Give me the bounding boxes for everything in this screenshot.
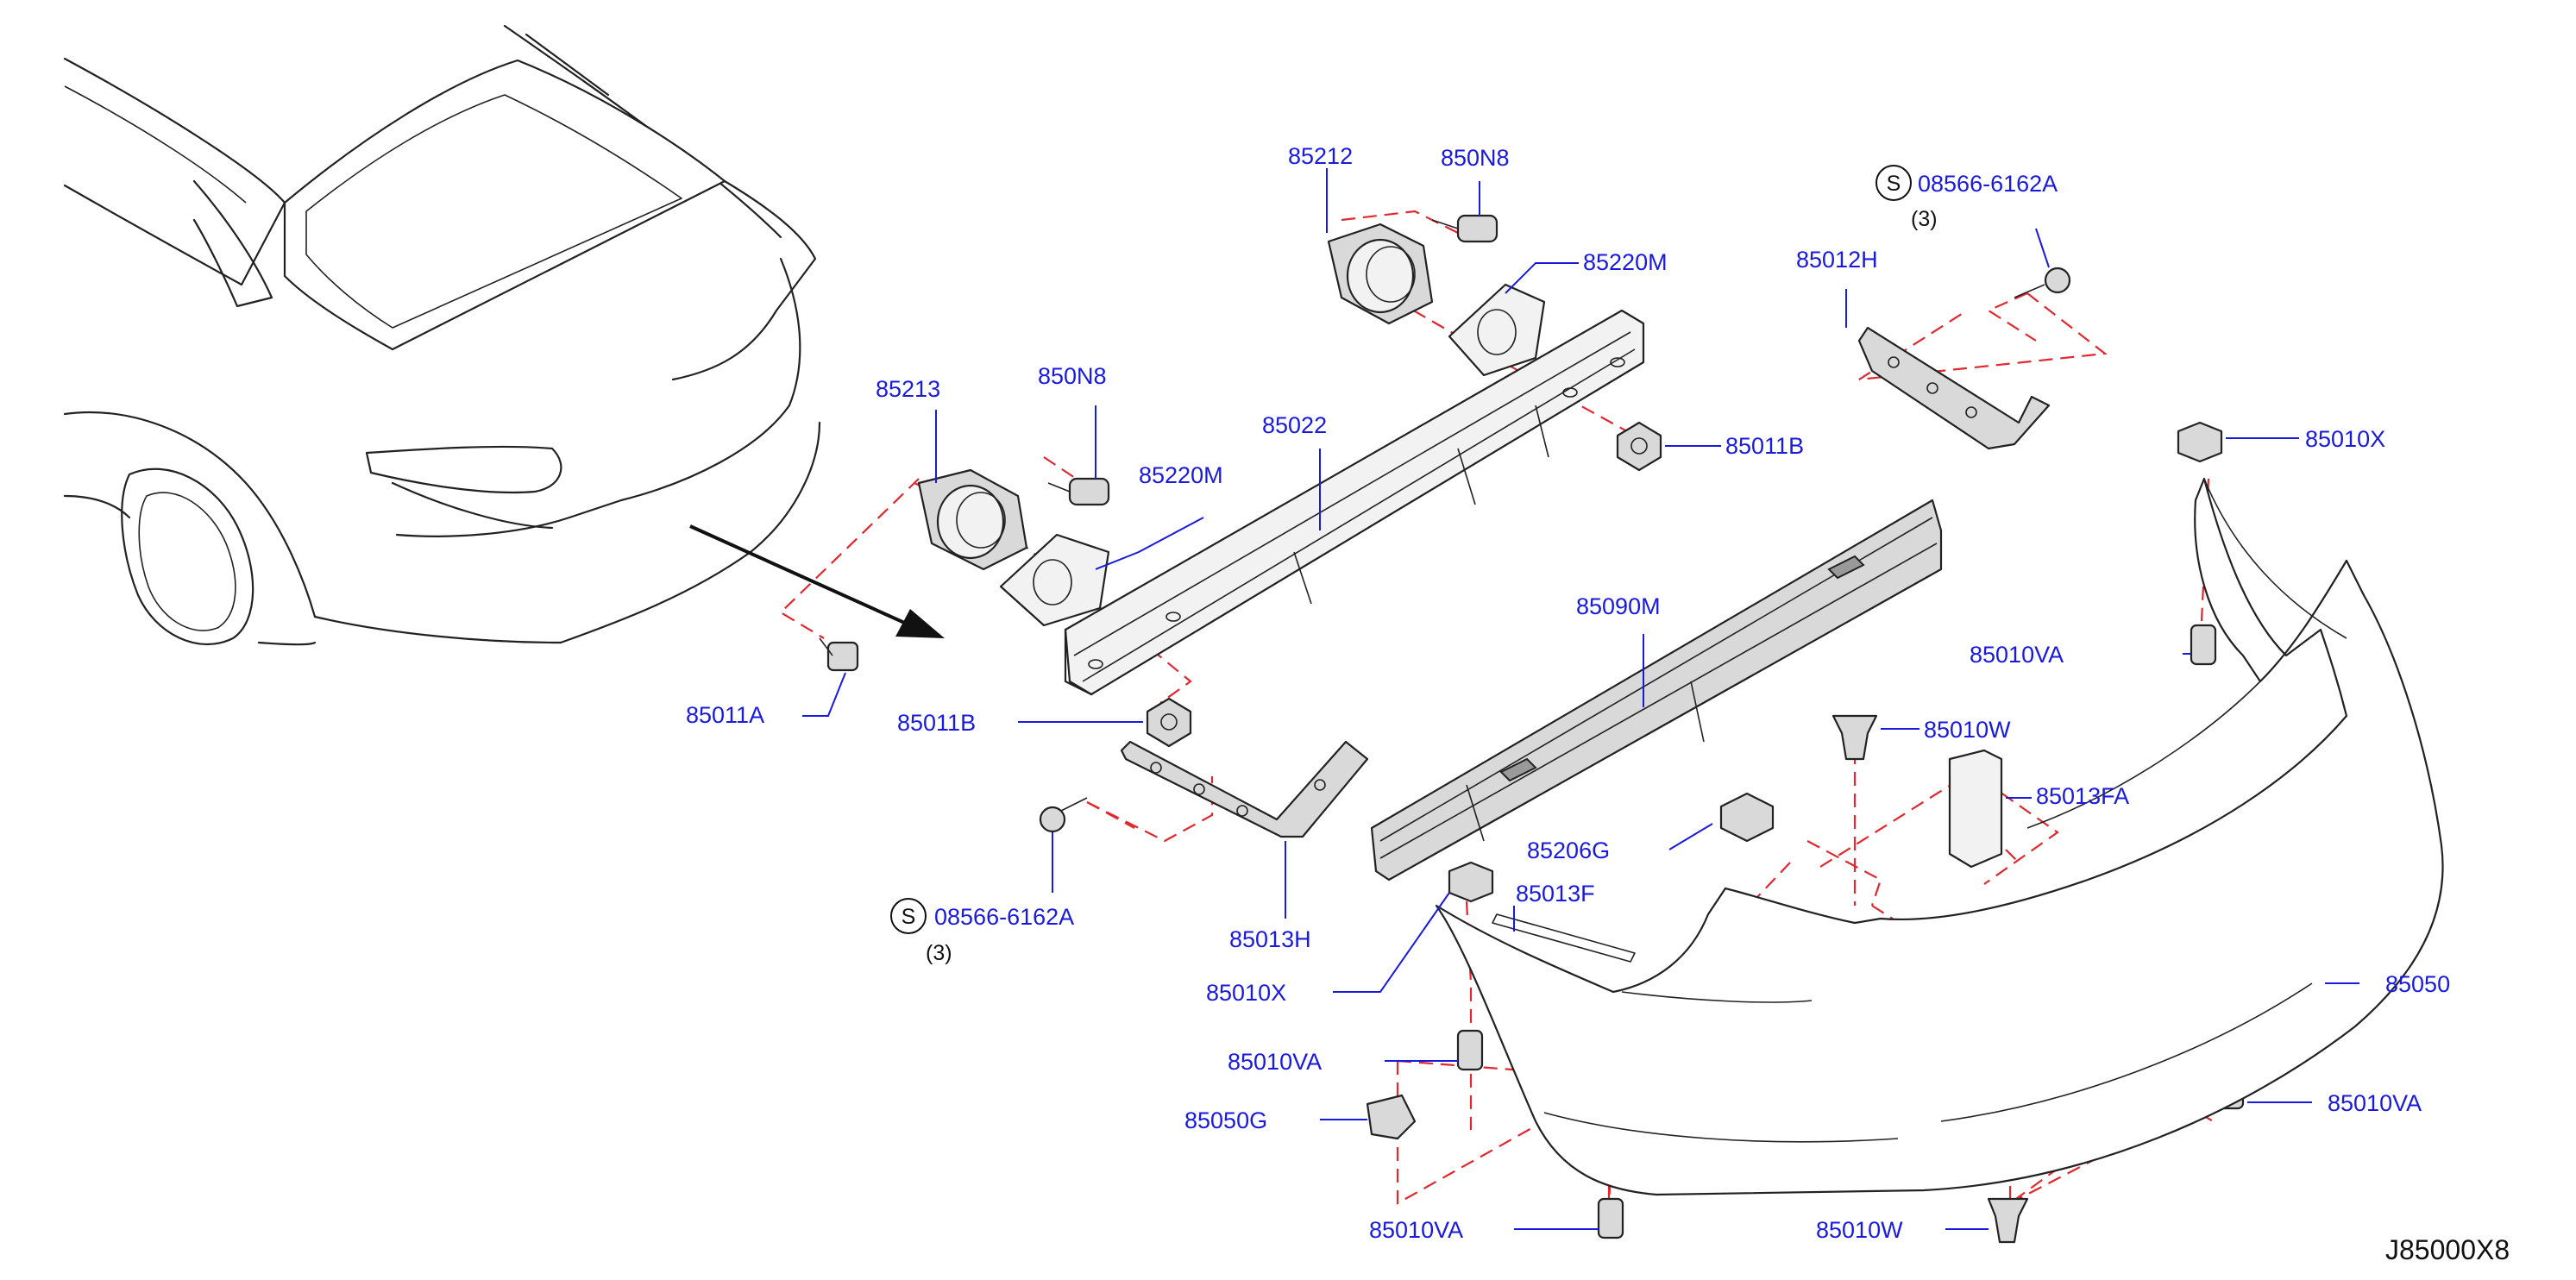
grommet-85206G [1719, 792, 1775, 843]
label-850N8-top: 850N8 [1441, 145, 1510, 171]
clip-85010X-right [2177, 421, 2223, 463]
qty-top: (3) [1911, 207, 1938, 231]
label-85013FA: 85013FA [2036, 783, 2129, 809]
label-85010VA-far: 85010VA [2328, 1090, 2422, 1116]
leader-lines [802, 168, 2359, 1230]
label-85011B-left: 85011B [897, 710, 976, 736]
label-850N8-left: 850N8 [1038, 363, 1107, 389]
nut-85011B-right [1616, 421, 1662, 472]
fastener-850N8-top [1431, 214, 1498, 243]
s-mark-top: S [1875, 165, 1912, 201]
energy-absorber [1370, 499, 1943, 882]
label-85010X-right: 85010X [2305, 426, 2385, 452]
direction-arrow [689, 524, 945, 638]
clip-85010VA-bottom [1597, 1197, 1624, 1239]
label-85011A: 85011A [686, 702, 764, 728]
label-85090M: 85090M [1576, 593, 1661, 619]
bolt-85011A [819, 637, 859, 672]
side-bracket-right [1857, 326, 2051, 450]
screw-08566-left [1039, 797, 1088, 833]
label-85010W-bottom: 85010W [1816, 1217, 1903, 1243]
diagram-code: J85000X8 [2385, 1234, 2510, 1265]
screw-08566-top [2014, 267, 2071, 298]
label-85220M-left: 85220M [1139, 462, 1223, 488]
side-bracket-left [1120, 740, 1369, 838]
label-85010VA-right: 85010VA [1970, 642, 2064, 668]
label-85010W-right: 85010W [1924, 717, 2011, 743]
clip-85010W-bottom [1987, 1197, 2029, 1244]
part-labels: 85212 850N8 85220M 08566-6162A (3) 85012… [686, 143, 2450, 1243]
bracket-85213 [917, 468, 1028, 571]
nut-85011B-left [1146, 697, 1192, 748]
label-85010X-left: 85010X [1206, 980, 1286, 1006]
label-08566-left: 08566-6162A [934, 904, 1074, 930]
label-85220M-top: 85220M [1583, 249, 1668, 275]
label-85050: 85050 [2385, 971, 2450, 997]
label-85206G: 85206G [1527, 838, 1610, 863]
label-85013H: 85013H [1229, 926, 1311, 952]
label-85012H: 85012H [1796, 247, 1878, 273]
bracket-85212 [1327, 223, 1434, 325]
label-85010VA-left: 85010VA [1228, 1049, 1322, 1075]
clip-85010VA-left [1456, 1029, 1484, 1071]
s-mark-left: S [890, 898, 927, 934]
fastener-850N8-left [1047, 477, 1110, 506]
reinforcement-bar [1064, 309, 1645, 696]
qty-left: (3) [926, 941, 952, 965]
label-85212: 85212 [1288, 143, 1353, 169]
label-85011B-right: 85011B [1725, 433, 1804, 459]
seal-85013F [1492, 913, 1636, 963]
label-08566-top: 08566-6162A [1918, 171, 2058, 197]
clip-85050G [1366, 1094, 1417, 1140]
label-85010VA-bottom: 85010VA [1369, 1217, 1463, 1243]
label-85013F: 85013F [1516, 881, 1595, 907]
clip-85010VA-right [2190, 624, 2217, 666]
gasket-85220M-top [1448, 283, 1546, 377]
gasket-85220M-left [999, 533, 1110, 627]
label-85213: 85213 [876, 376, 940, 402]
label-85050G: 85050G [1184, 1107, 1267, 1133]
label-85022: 85022 [1262, 412, 1327, 438]
spacer-85013FA [1948, 749, 2003, 869]
clip-85010X-left [1448, 861, 1494, 903]
bumper-fascia [1435, 477, 2444, 1196]
svg-text:S: S [902, 905, 916, 929]
svg-text:S: S [1887, 172, 1901, 196]
clip-85010W-right [1831, 714, 1878, 761]
car-outline [63, 24, 821, 646]
